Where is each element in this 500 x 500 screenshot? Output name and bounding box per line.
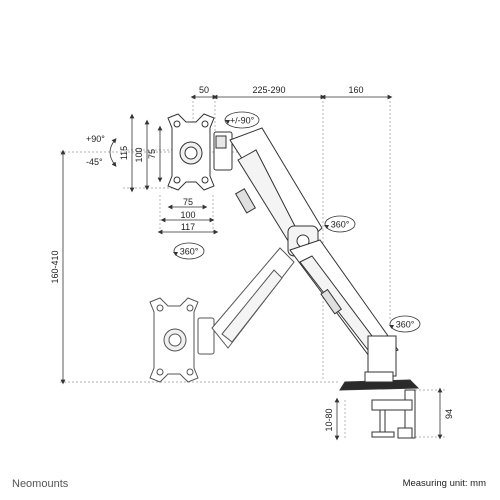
- dim-tilt-up: +90°: [86, 134, 105, 144]
- ghost-arm: [197, 247, 295, 355]
- tilt-arc: [109, 138, 117, 167]
- vesa-plate-bottom: [149, 297, 199, 383]
- dim-vesa-w75: 75: [183, 197, 193, 207]
- dim-vesa-115: 115: [119, 146, 129, 160]
- desk-base: [339, 371, 420, 439]
- rotation-label-screen: 360°: [180, 247, 199, 257]
- rotation-indicator-base: 360°: [389, 315, 421, 333]
- rotation-indicator-screen: 360°: [173, 242, 205, 260]
- vesa-plate-top: [167, 113, 215, 191]
- dim-vesa-w100: 100: [180, 210, 195, 220]
- upper-arm: [213, 127, 323, 257]
- tilt-range-label: +/-90°: [230, 116, 255, 126]
- dim-top-depth: 160: [348, 85, 363, 95]
- dim-tilt-down: -45°: [86, 157, 103, 167]
- dim-desk-thickness: 10-80: [324, 408, 334, 431]
- lower-arm: [289, 239, 399, 377]
- dim-base-height: 94: [444, 409, 454, 419]
- rotation-label-base: 360°: [396, 320, 415, 330]
- dim-vesa-100: 100: [134, 147, 144, 162]
- dim-top-offset: 50: [199, 85, 209, 95]
- dim-height-range: 160-410: [50, 250, 60, 283]
- dim-vesa-w117: 117: [181, 222, 195, 232]
- dim-vesa-75: 75: [147, 149, 157, 159]
- dim-top-reach: 225-290: [252, 85, 285, 95]
- brand-name: Neomounts: [12, 478, 69, 490]
- rotation-indicator-arm: 360°: [324, 215, 356, 233]
- rotation-label-arm: 360°: [331, 220, 350, 230]
- measuring-unit: Measuring unit: mm: [402, 478, 486, 489]
- rotation-indicator-tilt: +/-90°: [224, 111, 260, 129]
- dimension-lines: [60, 94, 443, 441]
